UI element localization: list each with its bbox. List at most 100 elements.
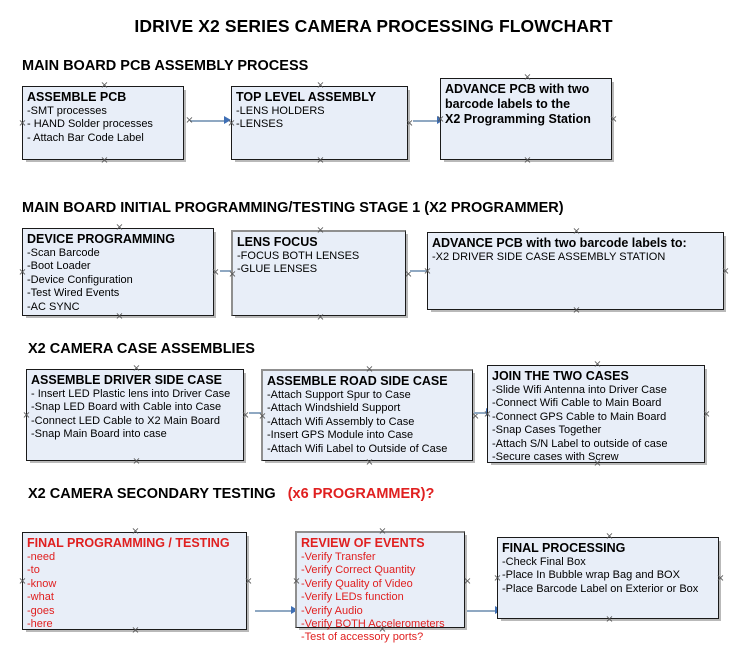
- node-line: -Attach Support Spur to Case: [267, 389, 411, 401]
- connection-handle-left[interactable]: [18, 119, 27, 128]
- node-line: -here: [27, 618, 53, 631]
- node-line: -Check Final Box: [502, 556, 586, 568]
- section-heading-text: MAIN BOARD INITIAL PROGRAMMING/TESTING S…: [22, 200, 564, 216]
- node-line: - Attach Bar Code Label: [27, 131, 144, 144]
- connection-handle-top[interactable]: [605, 532, 614, 541]
- connection-handle-left[interactable]: [483, 410, 492, 419]
- connection-handle-bottom[interactable]: [316, 156, 325, 165]
- node-device-programming[interactable]: DEVICE PROGRAMMING -Scan Barcode -Boot L…: [22, 228, 214, 316]
- node-line: -Attach Wifi Assembly to Case: [267, 415, 415, 428]
- connection-handle-left[interactable]: [22, 411, 31, 420]
- node-title: ASSEMBLE DRIVER SIDE CASE: [31, 373, 223, 387]
- connection-handle-top[interactable]: [131, 527, 140, 536]
- node-line: -Boot Loader: [27, 260, 91, 273]
- connection-handle-top[interactable]: [100, 81, 109, 90]
- connection-handle-right[interactable]: [463, 577, 472, 586]
- node-title: FINAL PROCESSING: [502, 541, 626, 555]
- node-line: -Snap Cases Together: [492, 424, 602, 437]
- connection-handle-left[interactable]: [493, 574, 502, 583]
- section-heading-main-board-initial-programming-testing-stage-1: MAIN BOARD INITIAL PROGRAMMING/TESTING S…: [22, 200, 564, 216]
- node-line: -Connect LED Cable to X2 Main Board: [31, 414, 220, 427]
- connection-handle-bottom[interactable]: [572, 306, 581, 315]
- node-title: ADVANCE PCB with two: [445, 82, 590, 96]
- connection-handle-bottom[interactable]: [131, 626, 140, 635]
- connection-handle-bottom[interactable]: [115, 312, 124, 321]
- node-line: -Slide Wifi Antenna into Driver Case: [492, 384, 667, 396]
- connection-handle-top[interactable]: [115, 223, 124, 232]
- connection-handle-bottom[interactable]: [378, 625, 387, 634]
- connection-handle-bottom[interactable]: [523, 156, 532, 165]
- node-title: REVIEW OF EVENTS: [301, 536, 425, 550]
- connection-handle-left[interactable]: [227, 119, 236, 128]
- connection-handle-top[interactable]: [572, 227, 581, 236]
- node-line: -Scan Barcode: [27, 247, 100, 259]
- connection-handle-right[interactable]: [244, 577, 253, 586]
- connection-handle-left[interactable]: [292, 577, 301, 586]
- node-line: -Verify LEDs function: [301, 591, 404, 604]
- connection-handle-right[interactable]: [609, 115, 618, 124]
- node-lens-focus[interactable]: LENS FOCUS -FOCUS BOTH LENSES -GLUE LENS…: [231, 230, 406, 316]
- section-heading-suffix: (x6 PROGRAMMER)?: [287, 486, 435, 502]
- connection-handle-bottom[interactable]: [100, 156, 109, 165]
- connection-handle-left[interactable]: [436, 115, 445, 124]
- connection-handle-left[interactable]: [228, 270, 237, 279]
- section-heading-text: X2 CAMERA CASE ASSEMBLIES: [28, 341, 255, 357]
- node-line: -FOCUS BOTH LENSES: [237, 250, 360, 262]
- node-top-level-assembly[interactable]: TOP LEVEL ASSEMBLY -LENS HOLDERS -LENSES: [231, 86, 408, 160]
- section-heading-text: MAIN BOARD PCB ASSEMBLY PROCESS: [22, 58, 309, 74]
- node-title: DEVICE PROGRAMMING: [27, 232, 175, 246]
- node-line: - HAND Solder processes: [27, 118, 153, 131]
- node-line: -to: [27, 564, 40, 577]
- connection-handle-right[interactable]: [716, 574, 725, 583]
- node-advance-pcb-to-driver-side-case-assembly[interactable]: ADVANCE PCB with two barcode labels to: …: [427, 232, 724, 310]
- node-assemble-pcb[interactable]: ASSEMBLE PCB -SMT processes - HAND Solde…: [22, 86, 184, 160]
- connector-final-programming-to-review-of-events: [255, 610, 293, 612]
- connection-handle-right[interactable]: [211, 268, 220, 277]
- node-join-the-two-cases[interactable]: JOIN THE TWO CASES -Slide Wifi Antenna i…: [487, 365, 705, 463]
- node-line: -Connect GPS Cable to Main Board: [492, 410, 667, 423]
- node-title: TOP LEVEL ASSEMBLY: [236, 90, 377, 104]
- node-final-processing[interactable]: FINAL PROCESSING -Check Final Box -Place…: [497, 537, 719, 619]
- node-line: -goes: [27, 604, 55, 617]
- node-line: -need: [27, 551, 56, 563]
- connection-handle-left[interactable]: [18, 268, 27, 277]
- connection-handle-bottom[interactable]: [132, 457, 141, 466]
- connection-handle-top[interactable]: [523, 73, 532, 82]
- node-line: -what: [27, 591, 54, 604]
- node-title: FINAL PROGRAMMING / TESTING: [27, 536, 230, 550]
- node-line: -Verify Audio: [301, 604, 363, 617]
- connection-handle-bottom[interactable]: [316, 313, 325, 322]
- node-advance-pcb-to-x2-programming-station[interactable]: ADVANCE PCB with two barcode labels to t…: [440, 78, 612, 160]
- node-line: -know: [27, 577, 57, 590]
- node-title: ADVANCE PCB with two barcode labels to:: [432, 236, 687, 250]
- node-line-overflow: -Test of accessory ports?: [301, 631, 424, 644]
- connection-handle-right[interactable]: [721, 267, 730, 276]
- connection-handle-top[interactable]: [593, 360, 602, 369]
- connection-handle-top[interactable]: [316, 226, 325, 235]
- node-line: -Snap Main Board into case: [31, 428, 167, 441]
- node-line: -Snap LED Board with Cable into Case: [31, 401, 222, 414]
- connection-handle-right[interactable]: [702, 410, 711, 419]
- node-line: -LENSES: [236, 118, 284, 131]
- node-line: -Place Barcode Label on Exterior or Box: [502, 582, 699, 595]
- arrowhead-icon: [291, 606, 298, 614]
- node-line: -Connect Wifi Cable to Main Board: [492, 397, 662, 410]
- node-assemble-road-side-case[interactable]: ASSEMBLE ROAD SIDE CASE -Attach Support …: [261, 369, 473, 461]
- connector-assemble-pcb-to-top-level-assembly: [190, 120, 226, 122]
- connection-handle-bottom[interactable]: [365, 458, 374, 467]
- connection-handle-top[interactable]: [132, 364, 141, 373]
- connection-handle-bottom[interactable]: [593, 459, 602, 468]
- connection-handle-bottom[interactable]: [605, 615, 614, 624]
- connection-handle-top[interactable]: [316, 81, 325, 90]
- node-assemble-driver-side-case[interactable]: ASSEMBLE DRIVER SIDE CASE - Insert LED P…: [26, 369, 244, 461]
- connection-handle-left[interactable]: [258, 412, 267, 421]
- connection-handle-left[interactable]: [18, 577, 27, 586]
- node-line: -GLUE LENSES: [237, 263, 318, 276]
- connection-handle-mid[interactable]: [185, 116, 194, 125]
- node-final-programming-testing[interactable]: FINAL PROGRAMMING / TESTING -need -to -k…: [22, 532, 247, 630]
- node-review-of-events[interactable]: REVIEW OF EVENTS -Verify Transfer -Verif…: [292, 531, 465, 643]
- connection-handle-left[interactable]: [423, 267, 432, 276]
- connection-handle-top[interactable]: [378, 527, 387, 536]
- connection-handle-top[interactable]: [365, 365, 374, 374]
- node-line: -Verify BOTH Accelerometers: [301, 618, 445, 631]
